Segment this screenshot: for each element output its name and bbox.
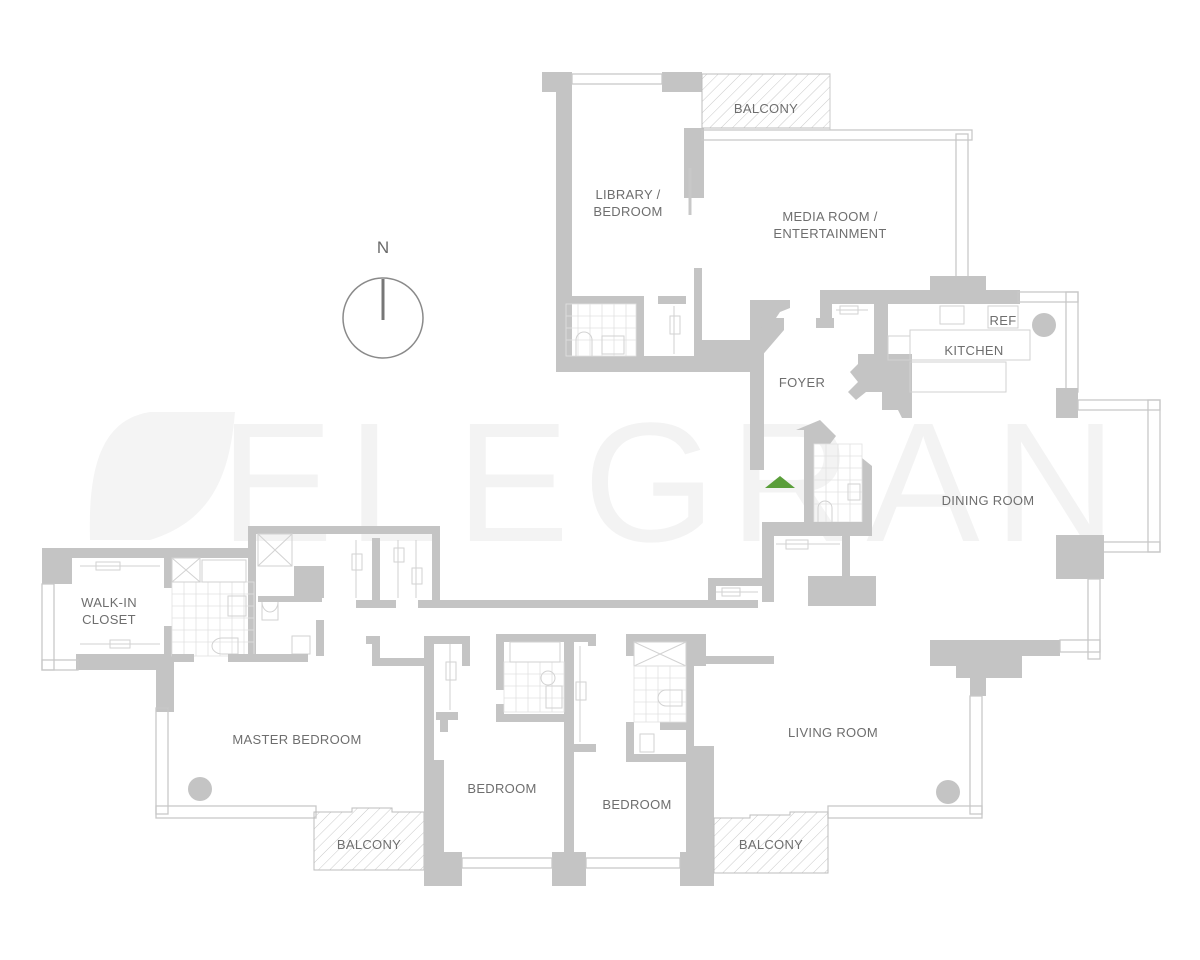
bedroom-walls <box>440 634 774 886</box>
room-label-media-line2: ENTERTAINMENT <box>773 226 887 241</box>
room-label-balcony-se: BALCONY <box>738 837 804 852</box>
room-label-master-bedroom: MASTER BEDROOM <box>232 732 362 747</box>
room-label-library-line1: LIBRARY / <box>595 187 661 202</box>
watermark-text: ELEGRAN <box>220 388 1131 578</box>
closet-rods <box>80 305 868 742</box>
living-room-walls <box>713 639 1101 874</box>
room-label-living: LIVING ROOM <box>788 725 878 740</box>
compass-north-label: N <box>376 238 390 257</box>
room-label-balcony-north: BALCONY <box>733 101 799 116</box>
room-label-dining: DINING ROOM <box>941 493 1035 508</box>
room-label-bedroom-1: BEDROOM <box>467 781 537 796</box>
room-label-balcony-sw: BALCONY <box>336 837 402 852</box>
room-label-walkin-line2: CLOSET <box>82 612 136 627</box>
powder-room <box>762 420 876 606</box>
north-wing-walls <box>542 72 973 470</box>
room-label-foyer: FOYER <box>778 375 826 390</box>
library-bath <box>565 303 637 357</box>
room-label-kitchen: KITCHEN <box>944 343 1004 358</box>
room-label-ref: REF <box>989 313 1017 328</box>
north-arrow-icon <box>342 277 424 359</box>
room-label-media-line1: MEDIA ROOM / <box>782 209 878 224</box>
room-label-media: MEDIA ROOM / ENTERTAINMENT <box>773 208 886 242</box>
room-label-walkin: WALK-IN CLOSET <box>81 594 137 628</box>
room-label-walkin-line1: WALK-IN <box>81 595 137 610</box>
room-label-bedroom-2: BEDROOM <box>602 797 672 812</box>
room-label-library: LIBRARY / BEDROOM <box>593 186 662 220</box>
kitchen-foyer-walls <box>816 276 1161 660</box>
room-label-library-line2: BEDROOM <box>593 204 663 219</box>
leaf-logo-icon <box>89 412 235 540</box>
entry-triangle-icon <box>765 476 795 488</box>
master-suite-walls <box>41 526 762 886</box>
